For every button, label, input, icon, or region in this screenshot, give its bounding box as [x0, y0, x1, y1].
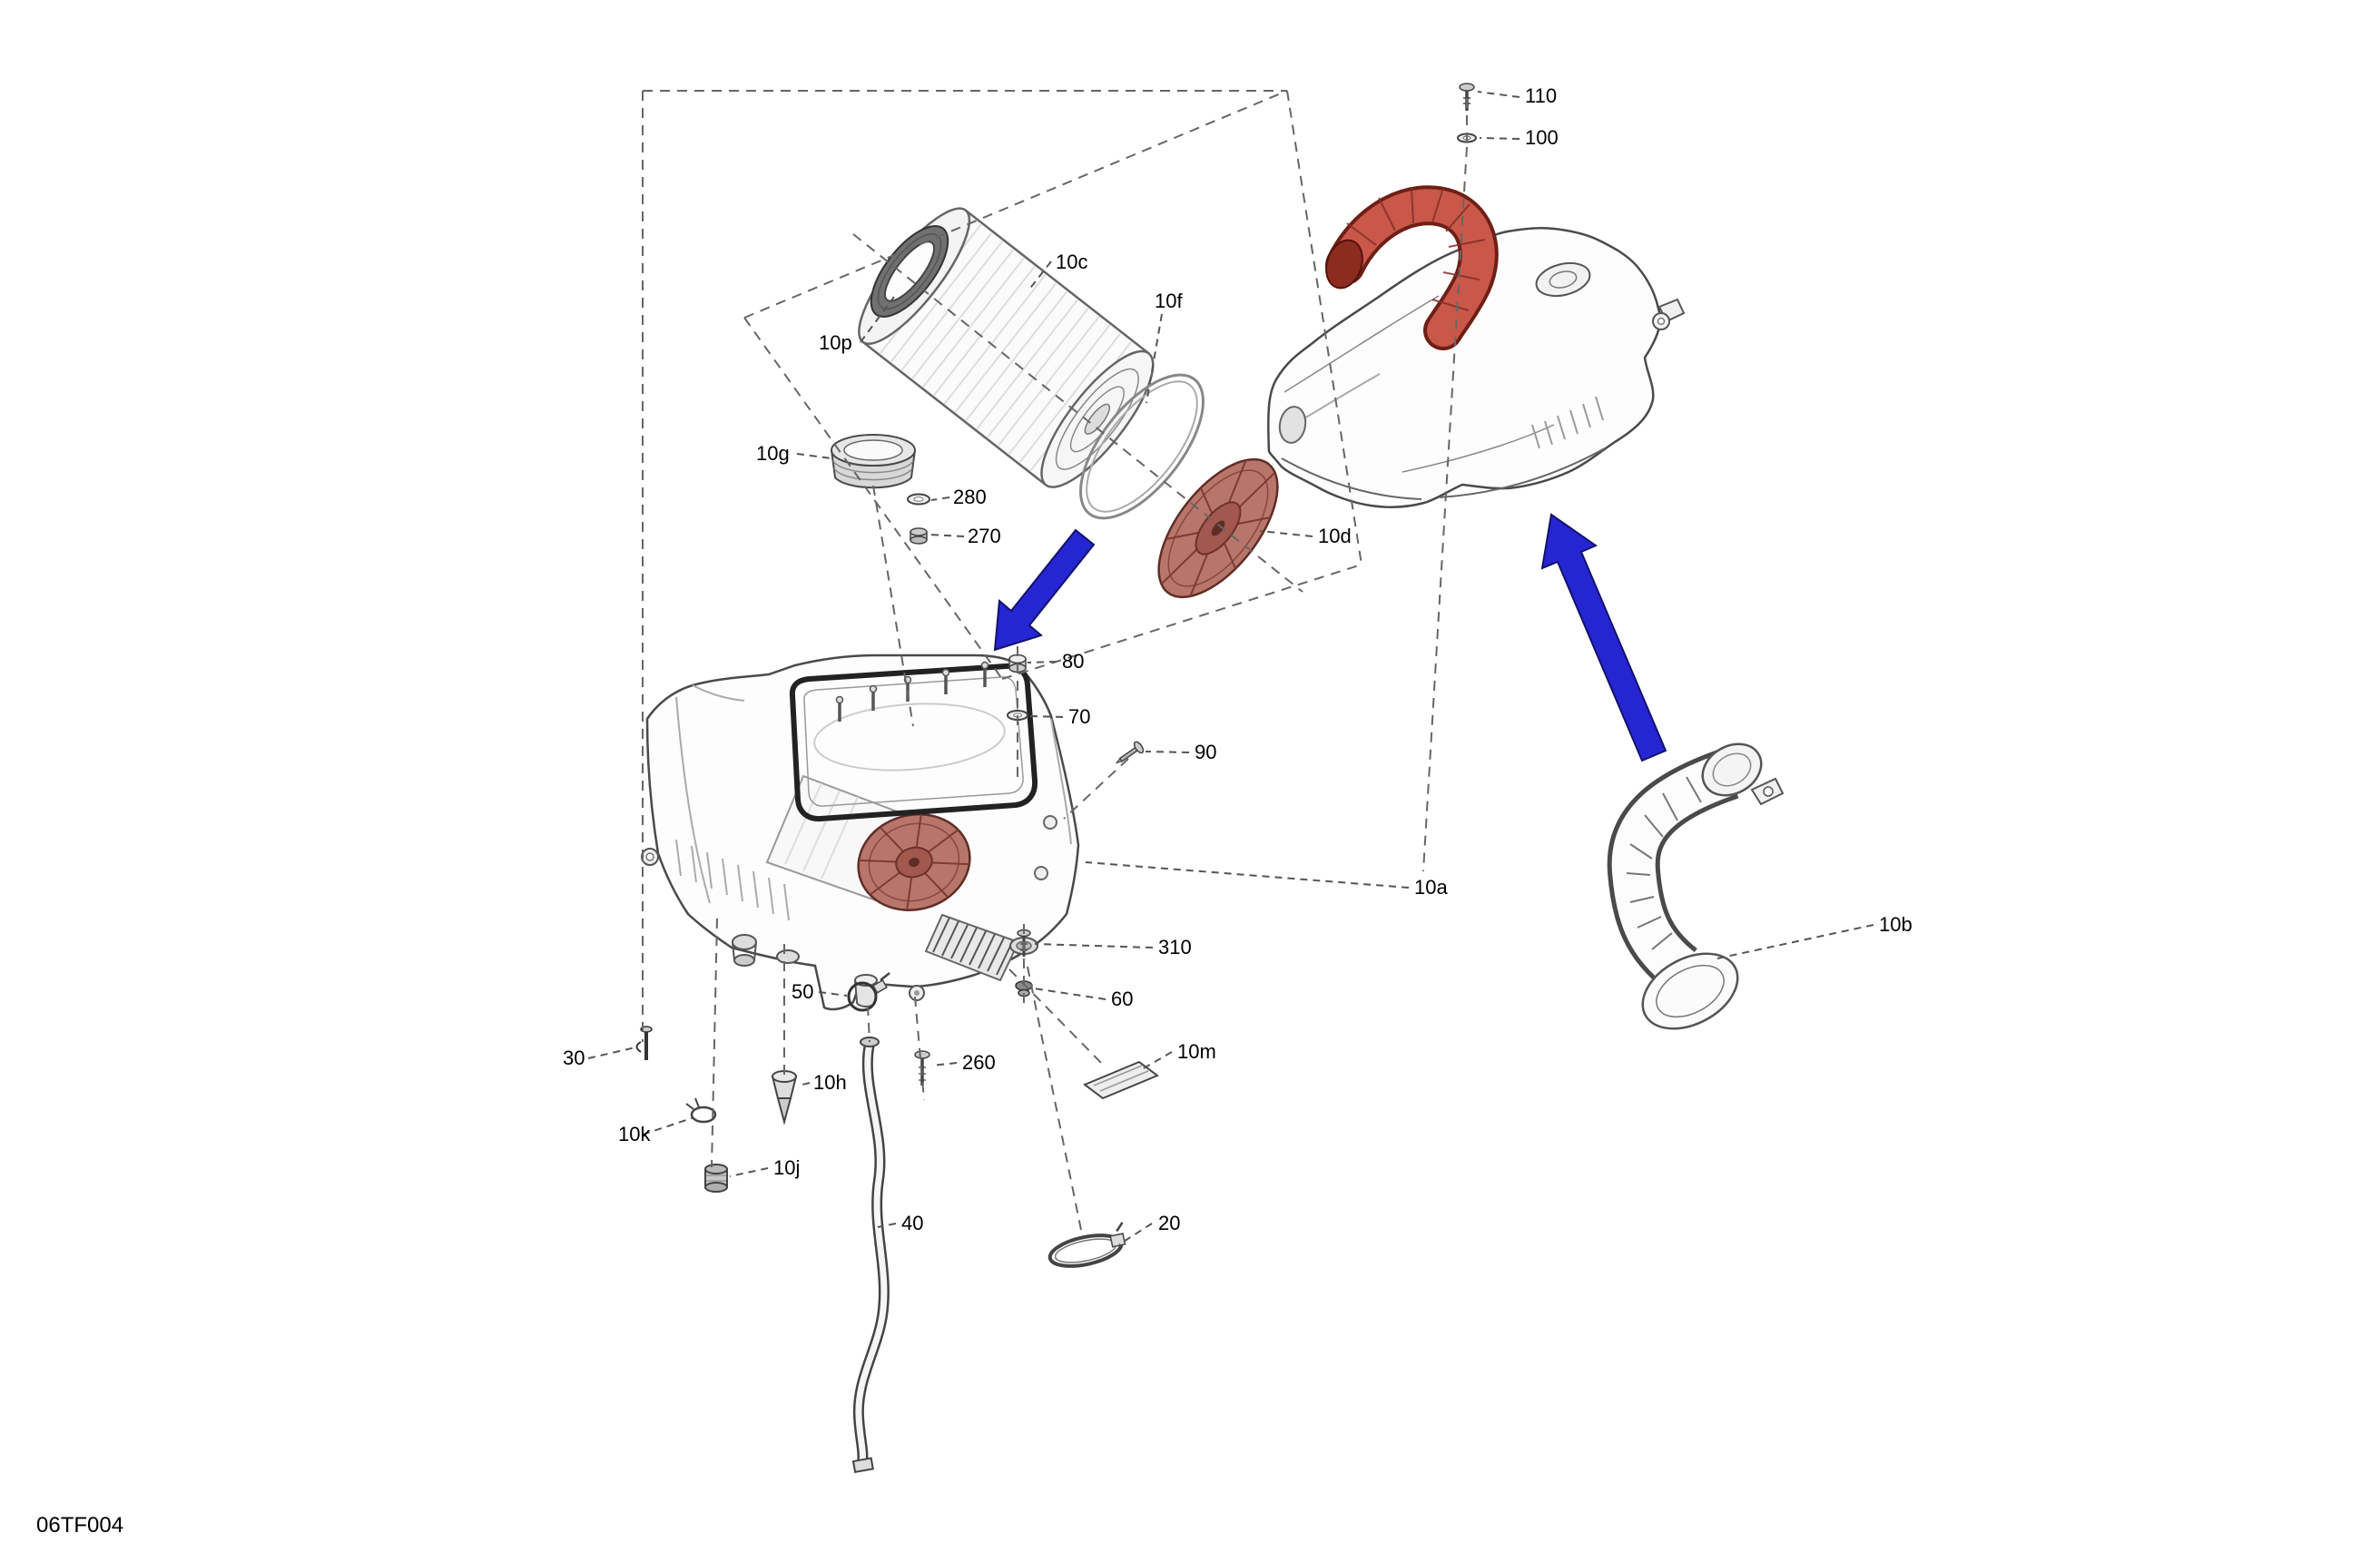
- cover-rib-texture: [1531, 396, 1604, 449]
- leader-lines: [587, 91, 1874, 1245]
- callout-10f: 10f: [1155, 290, 1183, 312]
- direction-arrow-left: [993, 528, 1096, 652]
- callout-280: 280: [953, 486, 987, 508]
- airbox-base-10a: [641, 654, 1080, 1011]
- callout-40: 40: [901, 1212, 923, 1234]
- clip-10k: [685, 1097, 717, 1124]
- bottom-port: [732, 934, 757, 967]
- filter-endcap-10d: [1157, 457, 1279, 599]
- housing-boss: [1043, 815, 1057, 830]
- pin-30: [635, 1026, 653, 1060]
- callout-110: 110: [1525, 84, 1557, 107]
- callout-20: 20: [1158, 1212, 1180, 1234]
- washer-280: [907, 493, 930, 506]
- part-code: 06TF004: [36, 1513, 123, 1538]
- hose-clamp-50: [847, 972, 890, 1012]
- callout-100: 100: [1525, 126, 1559, 149]
- callout-10c: 10c: [1056, 251, 1087, 273]
- nut-270: [910, 527, 928, 545]
- callout-10b: 10b: [1879, 913, 1913, 936]
- tube-bell-mouth: [1641, 952, 1739, 1030]
- cover-boss: [1535, 261, 1591, 298]
- callout-30: 30: [563, 1047, 585, 1069]
- callout-10a: 10a: [1414, 876, 1448, 899]
- callout-10j: 10j: [773, 1156, 800, 1179]
- clamp-20: [1047, 1222, 1126, 1268]
- callout-270: 270: [968, 525, 1001, 547]
- housing-boss: [1034, 866, 1048, 880]
- inner-filter-endcap: [857, 813, 971, 911]
- callout-10m: 10m: [1177, 1040, 1216, 1063]
- bottom-port: [776, 949, 800, 964]
- direction-arrows: [993, 513, 1667, 762]
- cover-port: [1278, 406, 1307, 444]
- drain-hose-40: [851, 1037, 890, 1473]
- callout-10d: 10d: [1318, 525, 1352, 547]
- housing-ribs: [675, 839, 790, 921]
- screw-260: [914, 1050, 930, 1086]
- endcap-spokes: [1160, 459, 1276, 597]
- callout-10k: 10k: [618, 1123, 651, 1145]
- callout-80: 80: [1062, 650, 1084, 673]
- drain-valve-10h: [771, 1070, 798, 1125]
- screw-90: [1115, 741, 1145, 764]
- callout-90: 90: [1195, 741, 1216, 763]
- screw-boss: [909, 985, 925, 1001]
- callout-60: 60: [1111, 988, 1133, 1010]
- callout-10h: 10h: [813, 1071, 847, 1094]
- rim-seal: [789, 663, 1038, 822]
- callout-50: 50: [792, 980, 813, 1003]
- callout-70: 70: [1068, 705, 1090, 728]
- callout-labels: 110 100 10c 10f 10p 10g 280 270 10d 80 7…: [563, 84, 1913, 1234]
- snorkel-mouth: [1325, 239, 1363, 290]
- tube-rib-lines: [1626, 776, 1702, 950]
- intake-snorkel: [1325, 185, 1499, 350]
- outlet-coupler-10g: [831, 434, 916, 489]
- callout-10g: 10g: [756, 442, 790, 465]
- filter-seal-10p: [870, 225, 949, 318]
- snorkel-rib-lines: [1346, 186, 1486, 311]
- callout-310: 310: [1158, 936, 1192, 958]
- intake-tube-10b: [1607, 742, 1785, 1030]
- callout-260: 260: [962, 1051, 996, 1074]
- mount-ear: [641, 848, 659, 866]
- hose-end-clip: [851, 1457, 874, 1473]
- callout-10p: 10p: [819, 331, 852, 354]
- vent-grille: [924, 913, 1020, 982]
- cap-10j: [704, 1164, 728, 1193]
- valve-plate-10m: [1083, 1060, 1159, 1100]
- airbox-cover: [1267, 226, 1686, 508]
- boundary-lines: [642, 90, 1468, 1235]
- direction-arrow-right: [1540, 513, 1667, 762]
